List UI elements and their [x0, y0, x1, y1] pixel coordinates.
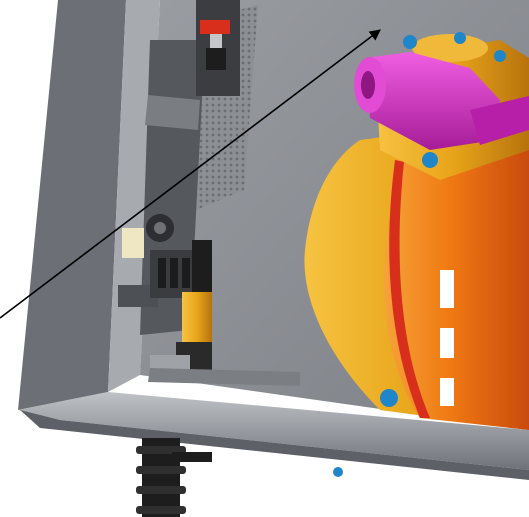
- terminal-slot: [170, 258, 178, 288]
- screw-icon: [333, 467, 343, 477]
- inlet-port-hole: [361, 71, 375, 99]
- base-rail: [148, 368, 300, 386]
- arrow-icon: [0, 29, 381, 319]
- screw-icon: [494, 50, 506, 62]
- pump-head-top: [412, 34, 488, 62]
- motor-vent-slot: [440, 378, 454, 406]
- base-plate: [150, 355, 190, 369]
- terminal-block: [206, 48, 226, 70]
- red-connector: [200, 20, 230, 34]
- screw-icon: [403, 35, 417, 49]
- label-tag: [122, 228, 144, 258]
- fitting-black: [192, 240, 212, 294]
- motor-vent-slot: [440, 270, 454, 308]
- enclosure-left-wall: [18, 0, 126, 410]
- grommet-hole: [154, 222, 166, 234]
- motor-red-ring: [389, 160, 430, 418]
- enclosure-bottom-shadow: [20, 410, 529, 480]
- screw-icon: [380, 389, 398, 407]
- outlet-port: [470, 96, 529, 145]
- bracket-highlight: [145, 95, 200, 130]
- hose-icon: [136, 438, 212, 517]
- screw-icon: [422, 152, 438, 168]
- motor-can: [384, 146, 529, 430]
- enclosure-bottom-lip: [18, 392, 529, 470]
- clamp: [118, 285, 158, 307]
- terminal-slot: [182, 258, 190, 288]
- cylinder-head: [365, 52, 500, 150]
- screw-icon: [454, 32, 466, 44]
- terminal-slot: [158, 258, 166, 288]
- brass-fitting: [182, 292, 212, 344]
- motor-vent-slot: [440, 328, 454, 358]
